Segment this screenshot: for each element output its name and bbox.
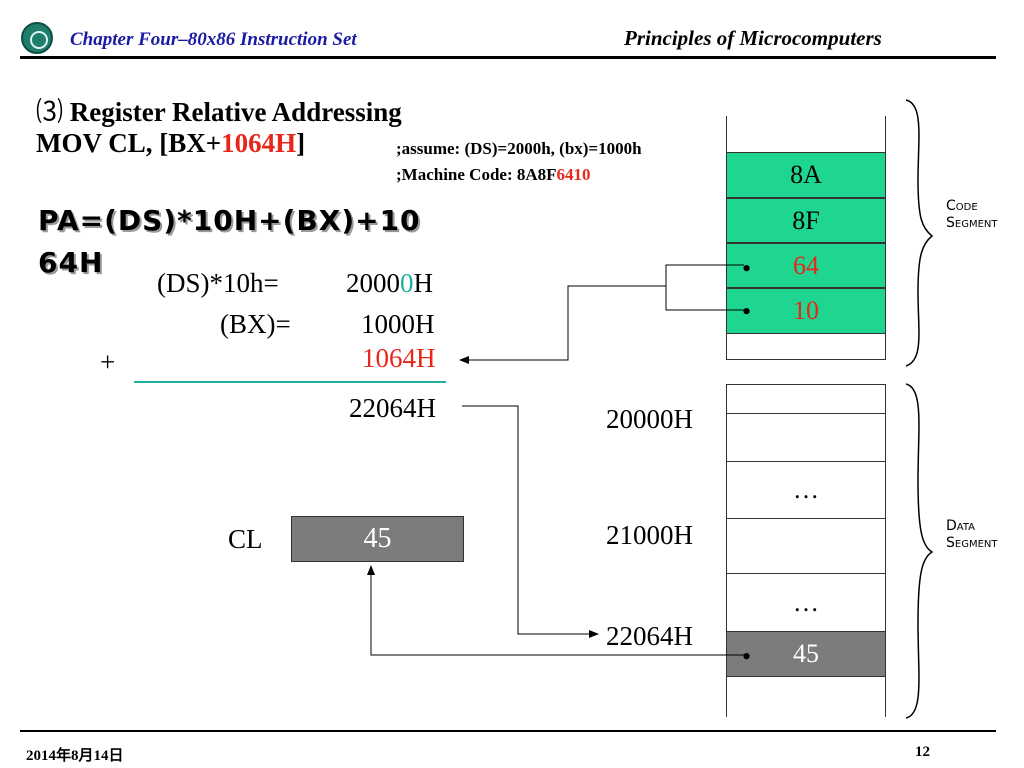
physical-address-result: 22064H <box>349 393 436 423</box>
data-cell-20000 <box>726 413 886 461</box>
ds-value-suffix: H <box>413 268 434 298</box>
instruction-line: MOV CL, [BX+1064H] <box>36 128 305 159</box>
ellipsis-2: … <box>793 587 819 617</box>
displacement-value: 1064H <box>362 343 436 373</box>
title-number: ⑶ <box>36 97 63 127</box>
title-text: Register Relative Addressing <box>69 97 402 127</box>
data-cell-ellipsis2: … <box>726 573 886 631</box>
ellipsis-1: … <box>793 475 819 504</box>
displacement-bracket <box>665 264 744 311</box>
machine-code-displacement: 6410 <box>556 165 591 184</box>
assume-comment: ;assume: (DS)=2000h, (bx)=1000h <box>396 139 642 158</box>
code-cell-8f: 8F <box>726 198 886 243</box>
footer-date: 2014年8月14日 <box>26 748 124 764</box>
instruction-pre: MOV CL, [BX+ <box>36 128 222 158</box>
footer-divider <box>20 730 996 732</box>
register-cl-box: 45 <box>291 516 464 562</box>
data-segment-label-line1: Data <box>946 518 976 534</box>
bullet-45: • <box>742 642 752 671</box>
address-22064h: 22064H <box>606 621 693 651</box>
ds-shift-value: 20000H <box>346 268 433 299</box>
bx-value: 1000H <box>361 309 435 339</box>
code-cell-8a: 8A <box>726 152 886 198</box>
data-cell-22064: 45 <box>726 631 886 677</box>
chapter-title: Chapter Four–80x86 Instruction Set <box>70 29 357 50</box>
data-cell-ellipsis1: … <box>726 461 886 518</box>
ds-value-zero: 0 <box>400 268 414 298</box>
code-segment-label-line2: Segment <box>946 215 998 231</box>
data-cell-top <box>726 384 886 413</box>
address-arrow <box>462 405 599 638</box>
code-cell-above <box>726 116 886 152</box>
instruction-displacement: 1064H <box>221 128 297 158</box>
pa-formula-line2: 64H <box>38 246 104 279</box>
code-segment-label-line1: Code <box>946 198 978 214</box>
machine-code: ;Machine Code: 8A8F6410 <box>396 165 591 185</box>
code-cell-below <box>726 334 886 360</box>
data-segment-brace <box>905 383 934 719</box>
bullet-64: • <box>742 254 752 283</box>
instruction-post: ] <box>296 128 306 158</box>
university-logo-icon <box>21 22 53 54</box>
machine-code-prefix: ;Machine Code: 8A8F <box>396 165 557 184</box>
data-segment-label-line2: Segment <box>946 535 998 551</box>
page-number: 12 <box>915 744 930 760</box>
code-cell-10: 10 <box>726 288 886 334</box>
bx-label: (BX)= <box>220 309 291 339</box>
bullet-10: • <box>742 297 752 326</box>
code-cell-64: 64 <box>726 243 886 288</box>
code-segment-brace <box>905 99 934 367</box>
plus-sign: + <box>100 347 116 377</box>
data-to-register-arrow <box>367 565 744 656</box>
displacement-arrow <box>459 285 666 364</box>
header-divider <box>20 56 996 59</box>
data-cell-21000 <box>726 518 886 573</box>
pa-formula-line1: PA=(DS)*10H+(BX)+10 <box>38 204 421 237</box>
address-21000h: 21000H <box>606 520 693 550</box>
slide-title: ⑶ Register Relative Addressing <box>36 90 402 129</box>
data-cell-below <box>726 677 886 717</box>
ds-value-digits: 2000 <box>346 268 400 298</box>
register-name: CL <box>228 524 263 554</box>
address-20000h: 20000H <box>606 404 693 434</box>
course-title: Principles of Microcomputers <box>624 26 882 50</box>
ds-shift-label: (DS)*10h= <box>157 268 279 298</box>
